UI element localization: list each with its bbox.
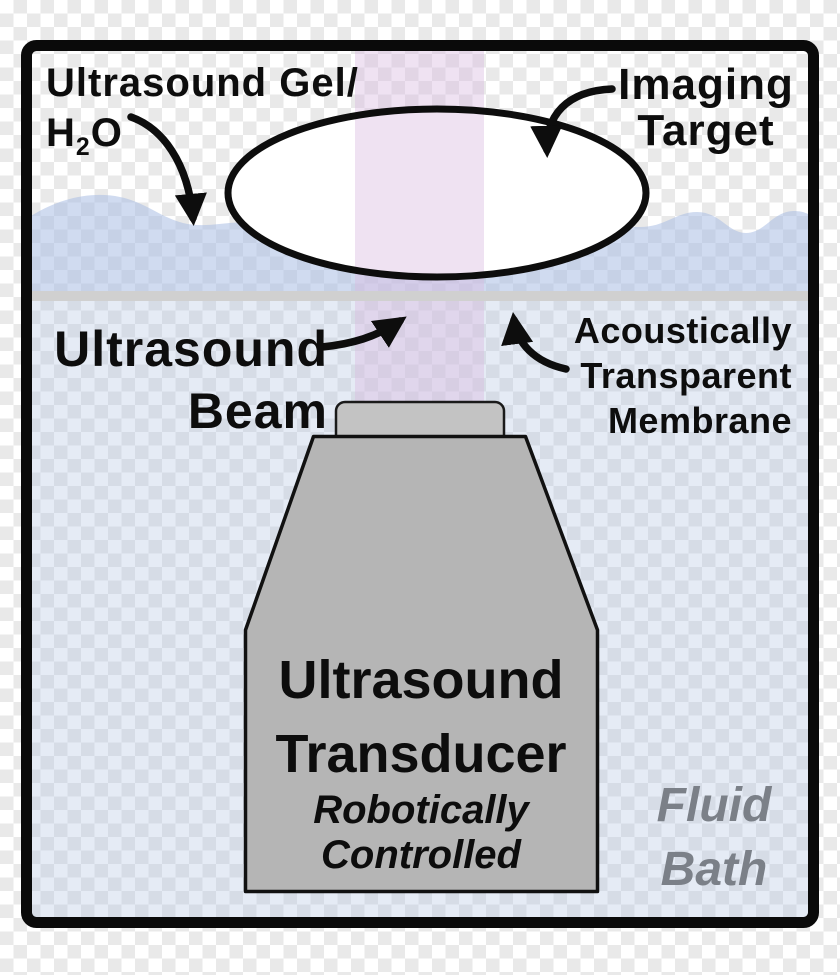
- arrow-imaging-target: [530, 85, 616, 159]
- label-ultrasound-gel-line2: H2O: [46, 111, 123, 161]
- label-imaging-target-line1: Imaging: [618, 60, 794, 109]
- label-acoustic-membrane-line1: Acoustically: [573, 310, 792, 351]
- label-ultrasound-transducer: Ultrasound Transducer: [235, 643, 607, 791]
- arrow-membrane: [501, 312, 570, 373]
- label-ultrasound-beam: Ultrasound Beam: [40, 318, 328, 442]
- label-robotically-controlled: Robotically Controlled: [235, 788, 607, 878]
- label-robotically-controlled-line2: Controlled: [321, 833, 521, 877]
- label-acoustic-membrane-line3: Membrane: [607, 400, 792, 441]
- membrane-bar: [31, 291, 808, 301]
- arrow-ultrasound-beam: [318, 316, 407, 351]
- transducer-body: [243, 434, 600, 894]
- label-acoustic-membrane: Acoustically Transparent Membrane: [542, 308, 792, 443]
- label-fluid-bath-line2: Bath: [660, 843, 768, 896]
- label-ultrasound-gel: Ultrasound Gel/ H2O: [46, 58, 359, 173]
- ultrasound-beam-region: [355, 51, 484, 404]
- arrow-gel: [127, 113, 207, 227]
- imaging-target-ellipse-outline: [224, 105, 650, 281]
- label-fluid-bath: Fluid Bath: [614, 774, 814, 902]
- label-ultrasound-transducer-line2: Transducer: [275, 724, 567, 784]
- label-imaging-target-line2: Target: [637, 106, 775, 155]
- label-ultrasound-beam-line1: Ultrasound: [54, 321, 328, 377]
- label-imaging-target: Imaging Target: [613, 62, 799, 154]
- label-ultrasound-beam-line2: Beam: [187, 383, 328, 439]
- label-acoustic-membrane-line2: Transparent: [580, 355, 792, 396]
- h2o-subscript: 2: [75, 134, 91, 161]
- diagram-frame: [21, 40, 819, 928]
- label-fluid-bath-line1: Fluid: [656, 779, 772, 832]
- label-ultrasound-gel-line1: Ultrasound Gel/: [46, 61, 359, 105]
- label-ultrasound-transducer-line1: Ultrasound: [278, 650, 564, 710]
- label-robotically-controlled-line1: Robotically: [313, 788, 529, 832]
